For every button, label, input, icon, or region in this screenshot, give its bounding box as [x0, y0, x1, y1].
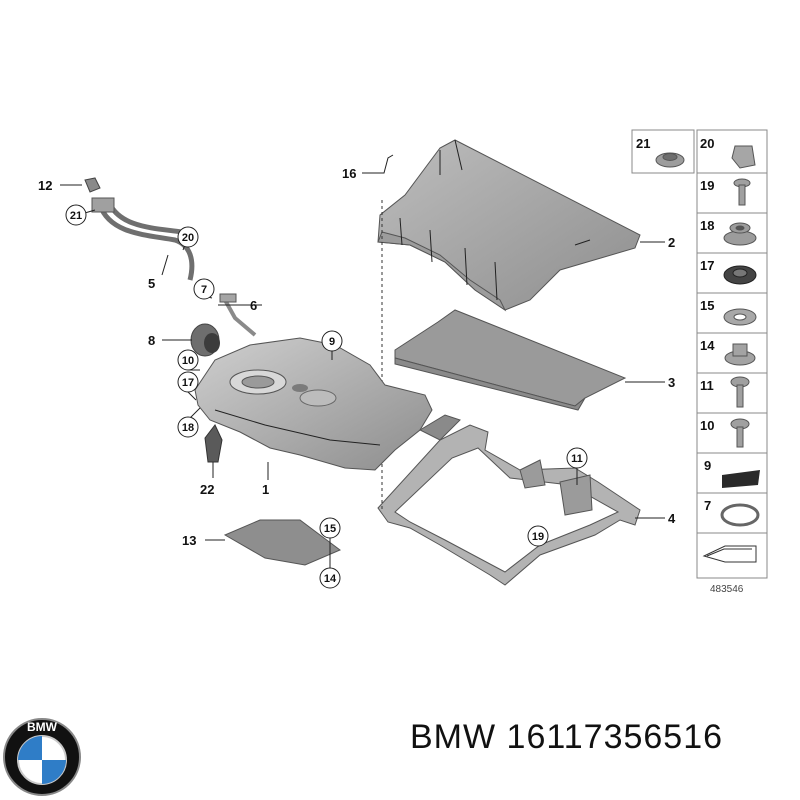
- callout-2: 2: [668, 235, 675, 250]
- pad-icon: [722, 470, 760, 488]
- panel-label-7: 7: [704, 498, 711, 513]
- callout-13: 13: [182, 533, 196, 548]
- callout-10: 10: [182, 355, 194, 367]
- callout-21: 21: [70, 210, 82, 222]
- arrow-icon: [702, 545, 757, 563]
- callout-11: 11: [571, 453, 583, 465]
- screw-icon: [730, 376, 750, 408]
- callout-3: 3: [668, 375, 675, 390]
- callout-4: 4: [668, 511, 676, 526]
- reference-number: 483546: [710, 584, 744, 595]
- clip-icon: [731, 145, 756, 169]
- panel-label-17: 17: [700, 258, 714, 273]
- callout-20: 20: [182, 232, 194, 244]
- bmw-logo: BMW: [3, 718, 81, 796]
- rubber-grommet-icon: [723, 265, 757, 285]
- heat-shield-part: [377, 139, 641, 312]
- callout-17: 17: [182, 377, 194, 389]
- hex-bolt-icon: [730, 418, 750, 448]
- grommet-part: [190, 323, 220, 357]
- filler-neck-part: [91, 197, 195, 281]
- support-frame-part: [377, 424, 641, 586]
- svg-text:BMW: BMW: [27, 720, 58, 734]
- panel-label-10: 10: [700, 418, 714, 433]
- callout-15: 15: [324, 523, 336, 535]
- underbody-panel-part: [394, 309, 627, 411]
- panel-cell-20: [696, 129, 768, 174]
- callout-9: 9: [329, 336, 335, 348]
- callout-12: 12: [38, 178, 52, 193]
- callout-7: 7: [201, 284, 207, 296]
- grommet-icon: [723, 222, 757, 246]
- panel-label-15: 15: [700, 298, 714, 313]
- part-number-caption: BMW 16117356516: [410, 718, 790, 768]
- callout-16: 16: [342, 166, 356, 181]
- callout-labels: 12 5 6 8 16 2 3 4 1 22 13: [38, 166, 676, 548]
- washer-icon: [723, 308, 757, 326]
- circled-labels: 21 20 7 9 10 17 18 11 19 15 14: [70, 210, 583, 585]
- nut-icon: [655, 152, 685, 168]
- clamp-part: [204, 424, 223, 463]
- hose-clamp-icon: [720, 503, 760, 527]
- protective-plate-part: [223, 519, 341, 566]
- circled-callouts: [65, 204, 588, 589]
- callout-19: 19: [532, 531, 544, 543]
- callout-1: 1: [262, 482, 269, 497]
- flange-nut-icon: [724, 343, 756, 366]
- callout-18: 18: [182, 422, 194, 434]
- panel-label-9: 9: [704, 458, 711, 473]
- panel-label-18: 18: [700, 218, 714, 233]
- panel-label-19: 19: [700, 178, 714, 193]
- callout-5: 5: [148, 276, 155, 291]
- side-panel: 21 20 19 18 17 15 14 11 10 9 7 483546: [631, 129, 768, 595]
- panel-label-14: 14: [700, 338, 715, 353]
- callout-6: 6: [250, 298, 257, 313]
- callout-14: 14: [324, 573, 337, 585]
- panel-label-21: 21: [636, 136, 650, 151]
- callout-8: 8: [148, 333, 155, 348]
- screw-part: [84, 177, 101, 193]
- panel-label-11: 11: [700, 378, 714, 393]
- callout-22: 22: [200, 482, 214, 497]
- part-number: 16117356516: [506, 718, 724, 756]
- panel-label-20: 20: [700, 136, 714, 151]
- fuel-tank-part: [194, 337, 461, 471]
- bolt-icon: [733, 178, 751, 206]
- fuel-line-part: [219, 293, 257, 337]
- brand-name: BMW: [410, 718, 497, 756]
